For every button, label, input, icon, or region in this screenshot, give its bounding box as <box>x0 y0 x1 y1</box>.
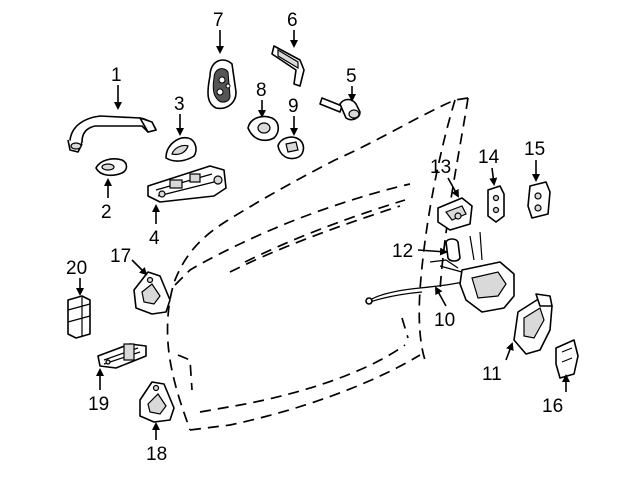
part-15-striker-plate[interactable] <box>527 181 551 219</box>
leader-12 <box>417 247 448 256</box>
part-7-key-fob[interactable] <box>207 59 237 110</box>
part-1-outside-handle[interactable] <box>67 115 157 153</box>
callout-7[interactable]: 7 <box>213 10 224 31</box>
part-12-pin[interactable] <box>445 238 461 262</box>
callout-13[interactable]: 13 <box>430 157 451 178</box>
part-10-cable-rod[interactable] <box>365 281 463 305</box>
callout-3[interactable]: 3 <box>174 94 185 115</box>
part-17-hinge-upper[interactable] <box>133 271 171 315</box>
part-13-striker-bracket[interactable] <box>437 197 473 231</box>
door-outline <box>166 97 469 431</box>
callout-14[interactable]: 14 <box>478 147 500 168</box>
callout-11[interactable]: 11 <box>482 364 502 385</box>
callout-18[interactable]: 18 <box>146 444 167 465</box>
part-4-handle-carrier[interactable] <box>147 165 227 203</box>
callout-9[interactable]: 9 <box>288 96 299 117</box>
callout-17[interactable]: 17 <box>110 246 131 267</box>
part-11-latch-assembly[interactable] <box>429 231 553 355</box>
callout-19[interactable]: 19 <box>88 394 109 415</box>
callout-12[interactable]: 12 <box>392 241 413 262</box>
callout-2[interactable]: 2 <box>101 202 112 223</box>
callout-10[interactable]: 10 <box>434 310 455 331</box>
part-6-bracket[interactable] <box>271 45 305 87</box>
part-2-handle-cover[interactable] <box>95 158 128 177</box>
part-5-lock-cylinder[interactable] <box>319 97 361 121</box>
part-8-clip[interactable] <box>247 115 280 142</box>
leader-10 <box>435 286 447 307</box>
part-18-hinge-lower[interactable] <box>139 381 175 423</box>
callout-4[interactable]: 4 <box>149 228 160 249</box>
part-3-cap[interactable] <box>165 136 197 162</box>
part-9-clip[interactable] <box>277 136 305 160</box>
callout-1[interactable]: 1 <box>111 65 122 86</box>
callout-8[interactable]: 8 <box>256 80 267 101</box>
leader-14 <box>489 167 498 186</box>
part-16-cover[interactable] <box>555 339 579 379</box>
leader-17 <box>131 259 148 276</box>
callout-16[interactable]: 16 <box>542 396 563 417</box>
part-20-stop-block[interactable] <box>67 295 91 339</box>
callout-20[interactable]: 20 <box>66 258 87 279</box>
part-19-door-check[interactable] <box>97 343 147 369</box>
callout-15[interactable]: 15 <box>524 139 545 160</box>
part-14-plate[interactable] <box>487 185 505 223</box>
callout-6[interactable]: 6 <box>287 10 298 31</box>
callout-numbers: 1 2 3 4 5 6 7 8 9 10 11 12 13 14 15 16 1… <box>66 10 563 465</box>
callout-5[interactable]: 5 <box>346 66 357 87</box>
leader-lines <box>76 30 570 440</box>
leader-11 <box>505 342 514 361</box>
leader-13 <box>447 177 459 198</box>
